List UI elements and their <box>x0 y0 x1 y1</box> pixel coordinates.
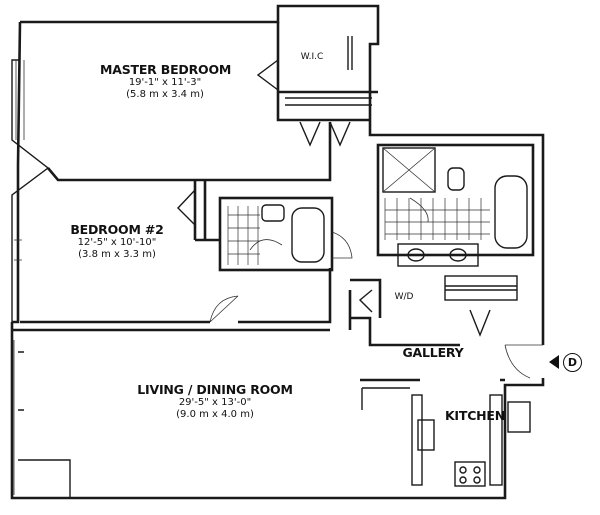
bedroom2-dim-m: (3.8 m x 3.3 m) <box>78 249 156 260</box>
bathroom-2 <box>218 196 334 272</box>
entry-door <box>504 344 543 379</box>
door-bedroom2 <box>209 295 239 323</box>
bath1-floor-tiles <box>384 198 490 240</box>
toilet <box>261 204 285 222</box>
unit-letter-badge: D <box>563 352 582 372</box>
living-dining-dim-m: (9.0 m x 4.0 m) <box>176 409 254 420</box>
refrigerator <box>507 401 531 433</box>
wd-label: W/D <box>384 292 424 303</box>
kitchen-counter-left <box>411 394 423 486</box>
living-room-window <box>18 351 71 498</box>
wic-label: W.I.C <box>290 52 334 63</box>
shower <box>382 147 436 193</box>
master-bedroom-label: MASTER BEDROOM 19'-1" x 11'-3" (5.8 m x … <box>100 62 232 101</box>
kitchen-name: KITCHEN <box>444 408 506 423</box>
bay-window <box>11 59 50 322</box>
master-bedroom-name: MASTER BEDROOM <box>100 62 232 77</box>
arrow-left-icon <box>549 355 559 369</box>
door-bath2 <box>331 231 353 259</box>
bedroom2-name: BEDROOM #2 <box>70 222 164 237</box>
exterior-wall <box>10 4 545 500</box>
living-dining-label: LIVING / DINING ROOM 29'-5" x 13'-0" (9.… <box>125 382 305 421</box>
bathtub <box>291 207 325 263</box>
toilet-master <box>447 167 465 191</box>
master-bedroom-dim-ft: 19'-1" x 11'-3" <box>128 77 202 88</box>
bathtub-master <box>494 175 528 249</box>
linen-closet <box>444 275 518 301</box>
bath2-floor-tiles <box>227 206 260 265</box>
dishwasher <box>417 419 435 451</box>
bedroom2-wall <box>20 268 332 324</box>
double-vanity <box>397 243 479 267</box>
living-dining-dim-ft: 29'-5" x 13'-0" <box>178 397 252 408</box>
master-bedroom-wall <box>47 122 332 182</box>
bedroom2-dim-ft: 12'-5" x 10'-10" <box>77 237 157 248</box>
wic-name: W.I.C <box>300 52 324 62</box>
master-bathroom <box>376 143 535 257</box>
living-dining-name: LIVING / DINING ROOM <box>137 382 293 397</box>
walk-in-closet <box>276 22 378 122</box>
unit-letter: D <box>567 355 578 369</box>
gallery-name: GALLERY <box>402 345 464 360</box>
master-bedroom-dim-m: (5.8 m x 3.4 m) <box>126 89 204 100</box>
unit-marker: D <box>549 351 582 373</box>
kitchen-label: KITCHEN <box>440 408 510 423</box>
wd-name: W/D <box>394 292 414 302</box>
stove <box>454 461 486 487</box>
bedroom2-label: BEDROOM #2 12'-5" x 10'-10" (3.8 m x 3.3… <box>62 222 172 261</box>
kitchen-counter-right <box>489 394 503 486</box>
gallery-label: GALLERY <box>398 345 468 360</box>
